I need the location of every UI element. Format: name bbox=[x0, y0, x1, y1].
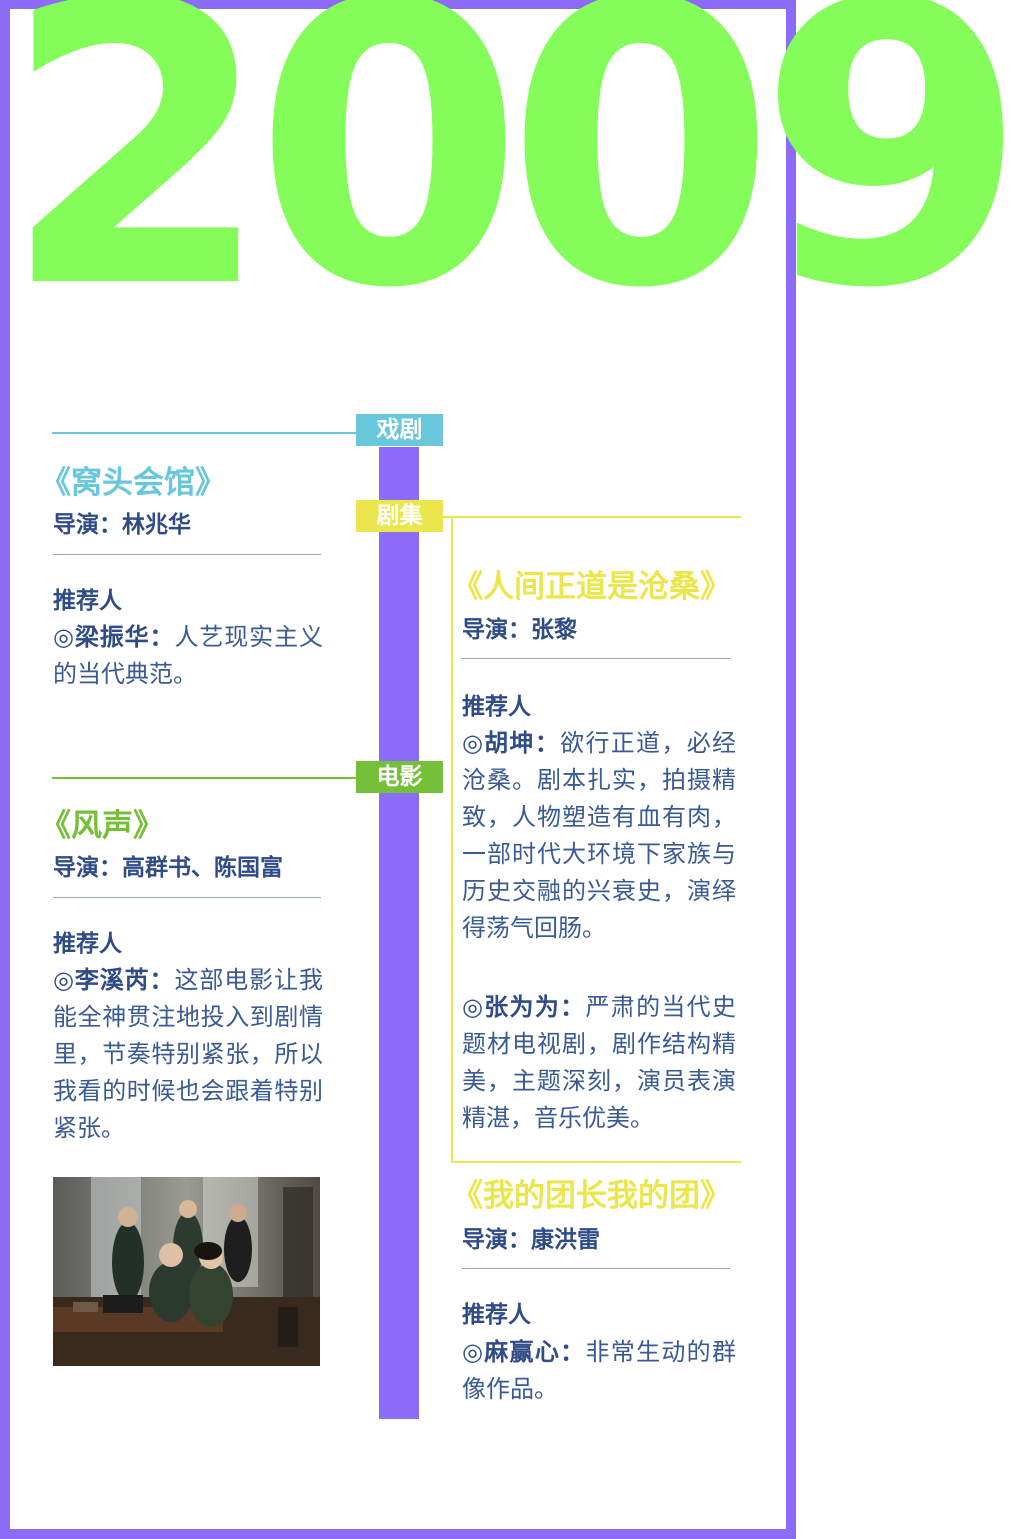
drama-connector-line bbox=[52, 432, 362, 434]
series1-rec-label: 推荐人 bbox=[462, 694, 531, 720]
series2-rec-label: 推荐人 bbox=[462, 1302, 531, 1328]
recommender-name: ◎胡坤： bbox=[462, 729, 561, 757]
drama-director: 导演：林兆华 bbox=[53, 512, 191, 538]
series1-director: 导演：张黎 bbox=[462, 617, 577, 643]
tag-drama: 戏剧 bbox=[356, 414, 443, 446]
timeline-bar bbox=[379, 447, 419, 1419]
series1-divider bbox=[462, 658, 730, 659]
recommender-name: ◎梁振华： bbox=[53, 623, 175, 651]
series1-recommendation-1: ◎胡坤：欲行正道，必经沧桑。剧本扎实，拍摄精致，人物塑造有血有肉，一部时代大环境… bbox=[462, 725, 736, 947]
tag-film: 电影 bbox=[356, 761, 443, 793]
series1-recommendation-2: ◎张为为：严肃的当代史题材电视剧，剧作结构精美，主题深刻，演员表演精湛，音乐优美… bbox=[462, 989, 736, 1137]
series2-director: 导演：康洪雷 bbox=[462, 1227, 600, 1253]
tag-series: 剧集 bbox=[356, 500, 443, 532]
film-divider bbox=[53, 897, 321, 898]
series2-divider bbox=[462, 1268, 730, 1269]
film-still-photo bbox=[53, 1177, 320, 1366]
recommender-name: ◎张为为： bbox=[462, 993, 586, 1021]
film-recommendation: ◎李溪芮：这部电影让我能全神贯注地投入到剧情里，节奏特别紧张，所以我看的时候也会… bbox=[53, 962, 323, 1147]
film-rec-label: 推荐人 bbox=[53, 931, 122, 957]
film-director: 导演：高群书、陈国富 bbox=[53, 855, 283, 881]
film-title: 《风声》 bbox=[40, 808, 164, 844]
series-connector bbox=[443, 516, 453, 518]
drama-rec-label: 推荐人 bbox=[53, 588, 122, 614]
recommendation-text: 严肃的当代史题材电视剧，剧作结构精美，主题深刻，演员表演精湛，音乐优美。 bbox=[462, 993, 736, 1132]
series1-title: 《人间正道是沧桑》 bbox=[452, 569, 731, 605]
film-still-image bbox=[53, 1177, 320, 1366]
film-connector-line bbox=[52, 777, 362, 779]
drama-divider bbox=[53, 554, 321, 555]
drama-recommendation: ◎梁振华：人艺现实主义的当代典范。 bbox=[53, 619, 323, 693]
year-heading: 2009 bbox=[2, 0, 1010, 373]
recommendation-text: 这部电影让我能全神贯注地投入到剧情里，节奏特别紧张，所以我看的时候也会跟着特别紧… bbox=[53, 966, 323, 1142]
drama-title: 《窝头会馆》 bbox=[40, 465, 226, 501]
recommendation-text: 非常生动的群像作品。 bbox=[462, 1338, 736, 1403]
series2-recommendation: ◎麻赢心：非常生动的群像作品。 bbox=[462, 1334, 736, 1408]
series-bracket bbox=[451, 516, 741, 1163]
recommendation-text: 人艺现实主义的当代典范。 bbox=[53, 623, 323, 688]
recommendation-text: 欲行正道，必经沧桑。剧本扎实，拍摄精致，人物塑造有血有肉，一部时代大环境下家族与… bbox=[462, 729, 736, 942]
recommender-name: ◎李溪芮： bbox=[53, 966, 175, 994]
series2-title: 《我的团长我的团》 bbox=[452, 1178, 731, 1214]
recommender-name: ◎麻赢心： bbox=[462, 1338, 586, 1366]
